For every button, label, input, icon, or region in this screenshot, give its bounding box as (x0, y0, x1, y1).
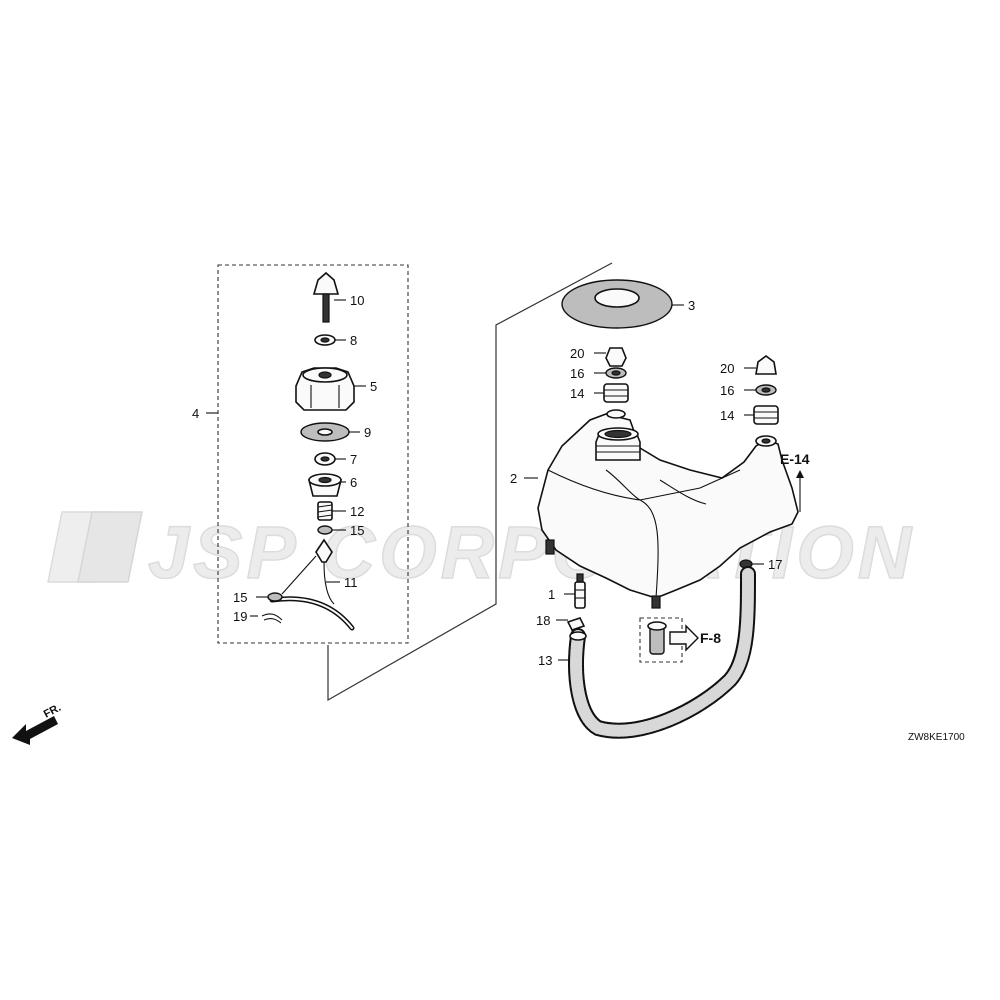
callout-17: 17 (768, 557, 782, 572)
part-8-washer[interactable] (314, 334, 346, 346)
part-16-washer-left[interactable] (594, 367, 627, 379)
callout-15-lower: 15 (233, 590, 247, 605)
callout-18: 18 (536, 613, 550, 628)
callout-7: 7 (350, 452, 357, 467)
part-14-grommet-right[interactable] (744, 405, 779, 425)
callout-12: 12 (350, 504, 364, 519)
diagram-code: ZW8KE1700 (908, 732, 965, 743)
callout-19: 19 (233, 609, 247, 624)
callout-3: 3 (688, 298, 695, 313)
front-label: FR. (42, 702, 63, 721)
part-9-gasket[interactable] (300, 422, 360, 442)
callout-4: 4 (192, 406, 199, 421)
callout-1: 1 (548, 587, 555, 602)
assembly-frame-lines (327, 262, 613, 702)
watermark-logo-mark (47, 511, 143, 583)
part-17-clip[interactable] (739, 559, 764, 569)
ref-f8-label[interactable]: F-8 (700, 630, 721, 646)
part-15-o-ring-upper[interactable] (317, 525, 346, 535)
part-15-o-ring-lower[interactable] (256, 555, 317, 602)
part-12-spring[interactable] (317, 501, 346, 521)
part-18-hose-clamp[interactable] (556, 617, 586, 631)
callout-2: 2 (510, 471, 517, 486)
callout-16-left: 16 (570, 366, 584, 381)
part-19-clip[interactable] (250, 613, 283, 624)
part-14-grommet-left[interactable] (594, 383, 629, 403)
callout-13: 13 (538, 653, 552, 668)
watermark-text: JSP CORPORATION (148, 511, 915, 594)
callout-9: 9 (364, 425, 371, 440)
callout-20-right: 20 (720, 361, 734, 376)
part-20-nut-right[interactable] (744, 355, 777, 375)
part-7-seal[interactable] (314, 452, 346, 466)
callout-15-upper: 15 (350, 523, 364, 538)
part-1-fuel-valve[interactable] (564, 573, 586, 609)
ref-f8-filter-group (639, 617, 699, 663)
callout-11: 11 (344, 575, 358, 590)
callout-14-left: 14 (570, 386, 584, 401)
part-6-cup[interactable] (307, 473, 346, 497)
part-5-fuel-cap[interactable] (295, 367, 366, 411)
callout-6: 6 (350, 475, 357, 490)
callout-10: 10 (350, 293, 364, 308)
callout-5: 5 (370, 379, 377, 394)
cap-assembly-box (217, 264, 409, 644)
ref-e14-arrow (796, 470, 804, 512)
watermark: JSP CORPORATION (47, 510, 915, 595)
ref-e14-label[interactable]: E-14 (780, 451, 810, 467)
part-13-fuel-hose[interactable] (558, 566, 756, 739)
callout-16-right: 16 (720, 383, 734, 398)
part-20-nut-left[interactable] (594, 347, 627, 367)
callout-20-left: 20 (570, 346, 584, 361)
part-3-tank-cover[interactable] (561, 279, 684, 329)
part-10-vent-knob[interactable] (312, 271, 346, 323)
callout-14-right: 14 (720, 408, 734, 423)
callout-8: 8 (350, 333, 357, 348)
part-2-fuel-tank[interactable] (524, 409, 799, 609)
front-direction-indicator: FR. (12, 702, 63, 745)
part-16-washer-right[interactable] (744, 384, 777, 396)
